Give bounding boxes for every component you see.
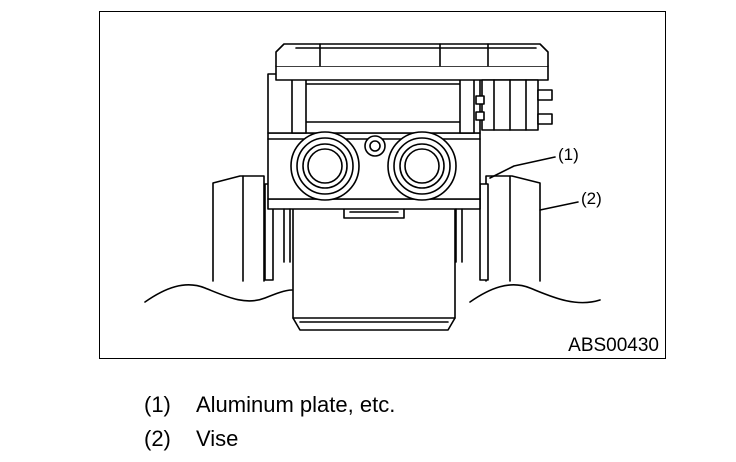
connector	[475, 79, 553, 131]
legend-number: (1)	[144, 392, 171, 417]
port-right	[387, 131, 457, 201]
legend-label: Aluminum plate, etc.	[196, 392, 396, 417]
callout-legend: (1) Aluminum plate, etc. (2) Vise	[144, 388, 395, 456]
break-line-right	[469, 284, 601, 304]
base-plate	[267, 198, 481, 210]
legend-item: (1) Aluminum plate, etc.	[144, 388, 395, 422]
leader-line-2	[539, 201, 579, 211]
center-bolt	[364, 135, 386, 157]
control-unit	[267, 43, 549, 134]
port-left	[290, 131, 360, 201]
leader-line-1	[489, 156, 556, 179]
figure-frame	[99, 11, 666, 359]
legend-label: Vise	[196, 426, 239, 451]
legend-number: (2)	[144, 426, 171, 451]
lower-housing	[292, 205, 456, 331]
callout-2-label: (2)	[581, 189, 602, 208]
aluminum-plate-right	[479, 183, 489, 281]
break-line-left	[144, 284, 293, 303]
callout-1-label: (1)	[558, 145, 579, 164]
legend-item: (2) Vise	[144, 422, 395, 456]
vise-left-jaw	[212, 175, 265, 282]
figure-id: ABS00430	[568, 335, 659, 356]
vise-right-jaw	[485, 175, 541, 282]
